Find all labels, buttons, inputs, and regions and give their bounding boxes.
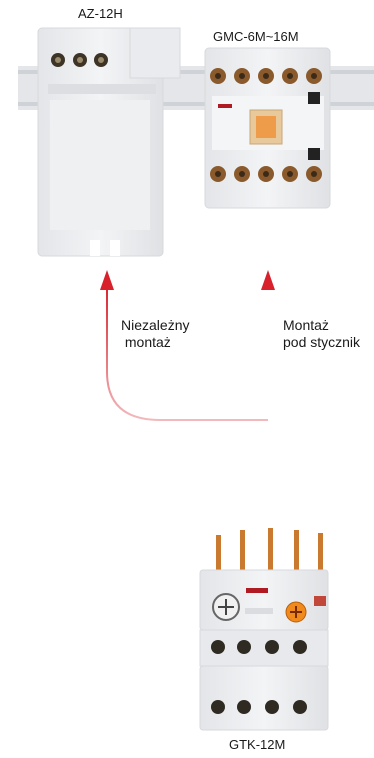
- gmc-contactor: [204, 47, 331, 209]
- gtk-lower-terminals: [211, 700, 307, 714]
- gtk-12m-overload-relay: [199, 528, 329, 731]
- gmc-bottom-terminals: [210, 166, 322, 182]
- gtk-12m-label: GTK-12M: [229, 737, 286, 752]
- gtk-upper-terminals: [211, 640, 307, 654]
- independent-mount-label: Niezależny montaż: [121, 317, 190, 350]
- gmc-label: GMC-6M~16M: [213, 29, 299, 44]
- az-12h-terminal-block: [37, 27, 181, 257]
- az-terminal-screws: [51, 53, 108, 67]
- adjustment-dial-icon: [212, 593, 240, 621]
- arrow-left-icon: [100, 270, 114, 290]
- gmc-top-terminals: [210, 68, 322, 84]
- az-12h-label: AZ-12H: [78, 6, 123, 21]
- gtk-pins: [216, 528, 323, 573]
- arrow-right-icon: [261, 270, 275, 290]
- contactor-mount-label: Montaż pod stycznik: [283, 317, 361, 350]
- mount-connector: [106, 282, 269, 515]
